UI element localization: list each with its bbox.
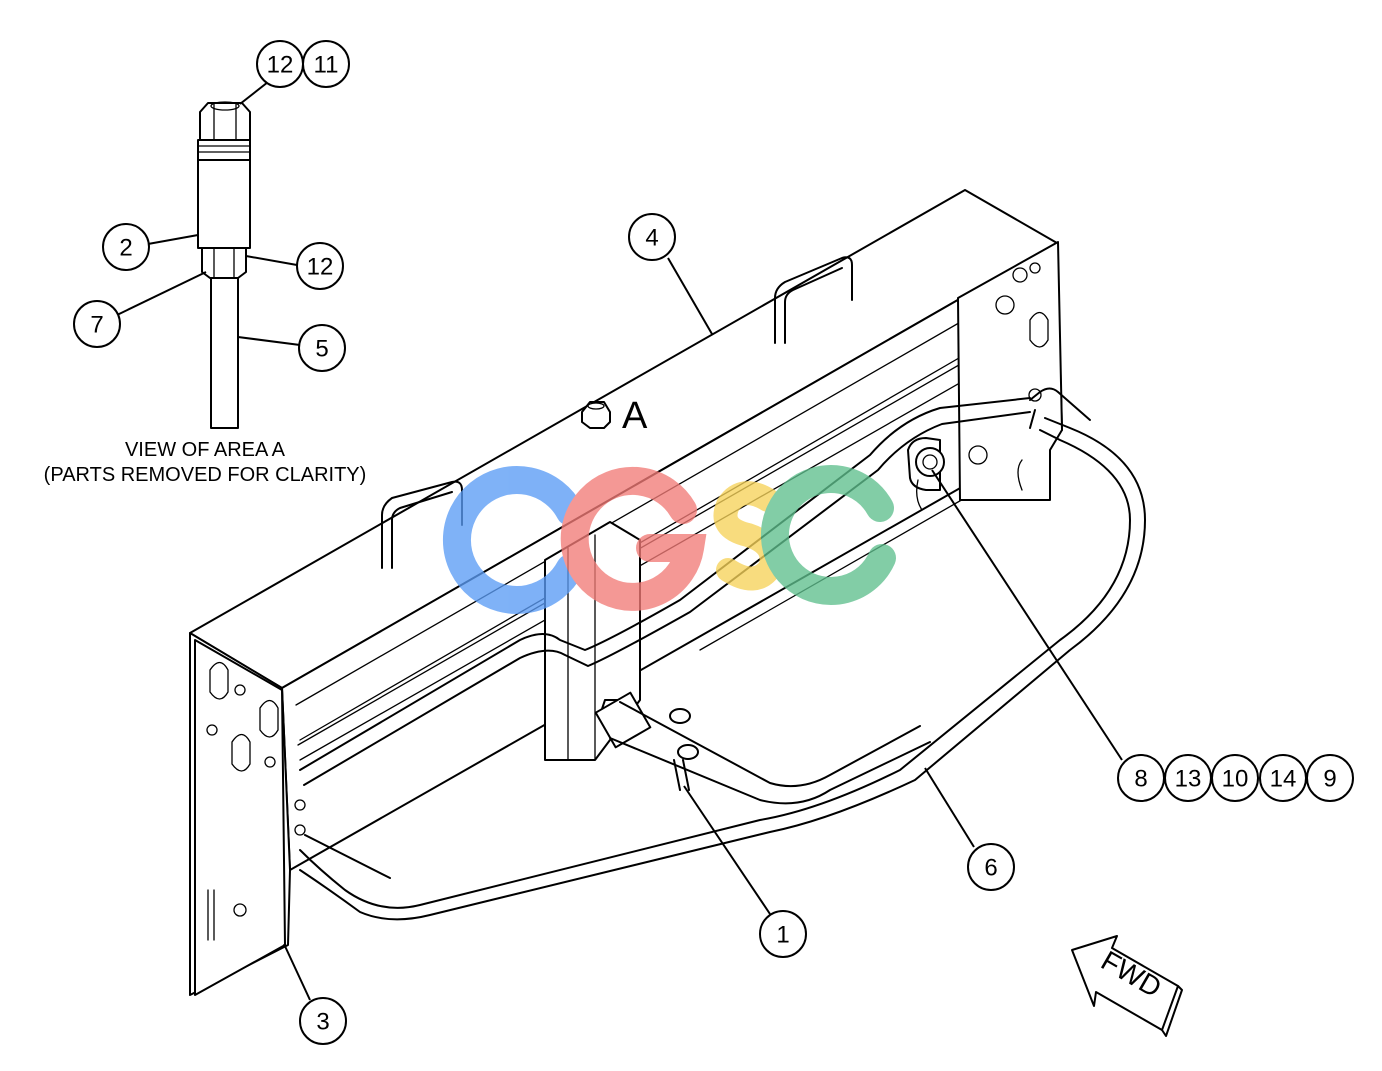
thread-section — [197, 139, 251, 161]
callout-11: 11 — [302, 40, 350, 88]
fitting-body-part — [197, 159, 251, 249]
svg-text:3: 3 — [316, 1009, 329, 1036]
svg-text:5: 5 — [315, 336, 328, 363]
callout-bubbles: 12 11 2 12 7 5 4 8 13 10 14 9 6 1 3 — [73, 40, 1354, 1045]
pivot-assembly — [907, 437, 945, 511]
cgsc-watermark — [442, 465, 896, 614]
right-mount-plate — [957, 241, 1063, 501]
callout-13: 13 — [1164, 754, 1212, 802]
callout-12-mid: 12 — [296, 242, 344, 290]
area-a-label: A — [622, 395, 648, 437]
area-a-bolt — [581, 401, 611, 429]
svg-text:6: 6 — [984, 855, 997, 882]
watermark-c1 — [442, 466, 584, 614]
svg-text:11: 11 — [314, 52, 339, 79]
svg-text:12: 12 — [307, 254, 334, 281]
svg-text:7: 7 — [90, 312, 103, 339]
callout-10: 10 — [1211, 754, 1259, 802]
upper-link-rod — [299, 397, 1031, 771]
top-cap-part — [199, 102, 251, 141]
svg-text:2: 2 — [119, 235, 132, 262]
callout-2: 2 — [102, 223, 150, 271]
callout-8: 8 — [1117, 754, 1165, 802]
svg-text:4: 4 — [645, 225, 658, 252]
callout-9: 9 — [1306, 754, 1354, 802]
callout-7: 7 — [73, 300, 121, 348]
lynch-pin-1 — [669, 708, 699, 791]
callout-4: 4 — [628, 213, 676, 261]
callout-14: 14 — [1259, 754, 1307, 802]
svg-text:14: 14 — [1270, 766, 1297, 793]
callout-3: 3 — [299, 997, 347, 1045]
detail-caption-line1: VIEW OF AREA A — [125, 439, 286, 461]
callout-6: 6 — [967, 843, 1015, 891]
callout-5: 5 — [298, 324, 346, 372]
rod-part — [210, 271, 239, 429]
detail-caption-line2: (PARTS REMOVED FOR CLARITY) — [44, 464, 367, 486]
detail-view-area-a: VIEW OF AREA A (PARTS REMOVED FOR CLARIT… — [44, 81, 367, 486]
watermark-g — [560, 466, 707, 611]
fwd-direction-arrow: FWD — [1071, 935, 1183, 1037]
svg-text:13: 13 — [1175, 766, 1202, 793]
left-handle — [381, 480, 463, 569]
callout-1: 1 — [759, 910, 807, 958]
svg-text:8: 8 — [1134, 766, 1147, 793]
watermark-s — [713, 481, 784, 591]
bail-tube-6 — [299, 429, 1131, 909]
svg-text:9: 9 — [1323, 766, 1336, 793]
watermark-c2 — [760, 465, 896, 605]
right-handle — [774, 256, 853, 344]
callout-12-top: 12 — [256, 40, 304, 88]
svg-text:12: 12 — [267, 52, 294, 79]
svg-text:10: 10 — [1222, 766, 1249, 793]
lower-nut-part — [201, 247, 247, 279]
leader-lines — [283, 257, 1123, 1001]
svg-text:1: 1 — [776, 922, 789, 949]
